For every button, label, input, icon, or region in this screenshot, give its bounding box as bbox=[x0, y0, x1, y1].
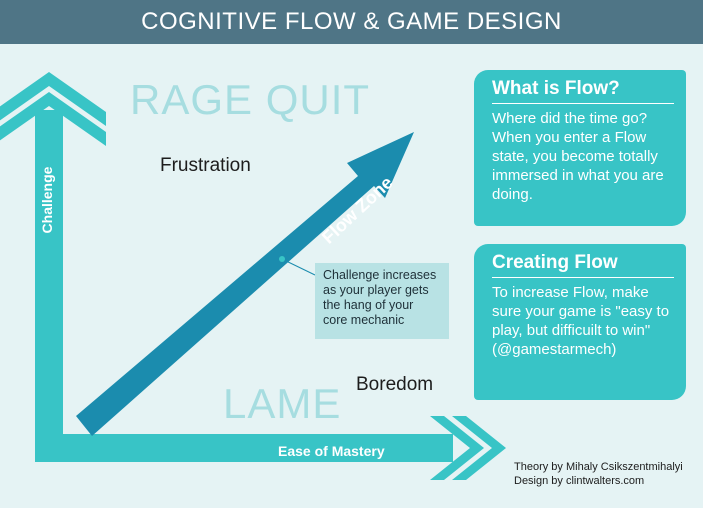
callout-line: Challenge increases bbox=[323, 268, 437, 282]
page-title: COGNITIVE FLOW & GAME DESIGN bbox=[141, 8, 562, 35]
panel-title: Creating Flow bbox=[492, 252, 674, 278]
boredom-label: Boredom bbox=[356, 374, 434, 395]
mastery-axis-chevron-inner bbox=[430, 416, 484, 480]
lame-label: LAME bbox=[223, 380, 342, 427]
mastery-axis-chevron-outer bbox=[452, 416, 506, 480]
what-is-flow-panel: What is Flow? Where did the time go? Whe… bbox=[474, 70, 686, 226]
panel-title: What is Flow? bbox=[492, 78, 674, 104]
mastery-axis-shaft bbox=[35, 434, 453, 462]
header-bar bbox=[0, 0, 703, 44]
challenge-axis-label: Challenge bbox=[39, 166, 55, 234]
challenge-axis-chevron-middle bbox=[0, 92, 106, 146]
credits: Theory by Mihaly Csikszentmihalyi Design… bbox=[514, 460, 683, 488]
credit-design: Design by clintwalters.com bbox=[514, 475, 645, 487]
flow-zone-arrow bbox=[76, 132, 414, 436]
panel-body: To increase Flow, make sure your game is… bbox=[492, 284, 670, 358]
callout-line: the hang of your bbox=[323, 298, 414, 312]
rage-quit-label: RAGE QUIT bbox=[130, 76, 371, 123]
panel-body: Where did the time go? When you enter a … bbox=[492, 110, 664, 203]
callout-line: as your player gets bbox=[323, 283, 429, 297]
flow-callout: Challenge increases as your player gets … bbox=[315, 263, 449, 339]
callout-pointer-dot bbox=[279, 256, 285, 262]
mastery-axis-label: Ease of Mastery bbox=[278, 443, 385, 459]
creating-flow-panel: Creating Flow To increase Flow, make sur… bbox=[474, 244, 686, 400]
credit-theory: Theory by Mihaly Csikszentmihalyi bbox=[514, 461, 683, 473]
callout-pointer-line bbox=[281, 258, 316, 276]
challenge-axis-shaft bbox=[35, 110, 63, 462]
callout-line: core mechanic bbox=[323, 313, 405, 327]
challenge-axis-chevron-top bbox=[0, 72, 106, 126]
frustration-label: Frustration bbox=[160, 155, 251, 176]
